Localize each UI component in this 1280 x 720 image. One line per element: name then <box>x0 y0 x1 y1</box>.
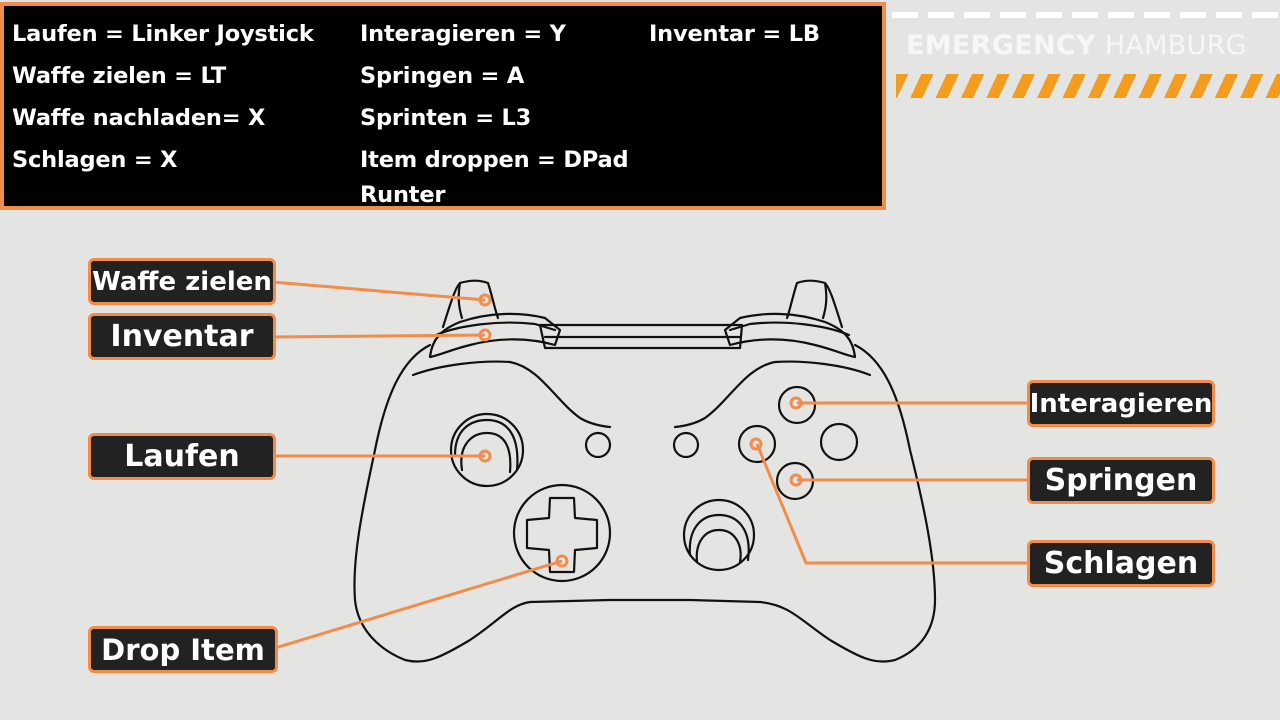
legend-inventar: Inventar = LB <box>649 21 820 47</box>
callout-springen: Springen <box>1027 457 1215 504</box>
brand-name-bold: EMERGENCY <box>906 30 1096 61</box>
legend-laufen: Laufen = Linker Joystick <box>12 21 314 47</box>
dot-drop-item <box>555 554 569 568</box>
dot-springen <box>789 473 803 487</box>
brand-name-light: HAMBURG <box>1104 30 1247 61</box>
dot-laufen <box>478 449 492 463</box>
gamepad-icon <box>353 279 937 663</box>
legend-sprinten: Sprinten = L3 <box>360 105 532 131</box>
connector-inventar <box>271 333 486 339</box>
legend-item-droppen: Item droppen = DPad <box>360 147 629 173</box>
connector-lines <box>271 280 1030 650</box>
legend-interagieren: Interagieren = Y <box>360 21 566 47</box>
dot-interagieren <box>789 396 803 410</box>
brand-hazard-stripes <box>896 74 1280 98</box>
dot-schlagen <box>749 437 763 451</box>
callout-interagieren: Interagieren <box>1027 380 1215 427</box>
legend-item-droppen-cont: Runter <box>360 182 446 208</box>
controls-legend: Laufen = Linker Joystick Waffe zielen = … <box>0 2 886 210</box>
connector-dots <box>478 293 803 568</box>
connector-schlagen <box>755 443 1030 565</box>
legend-waffe-zielen: Waffe zielen = LT <box>12 63 227 89</box>
brand-name: EMERGENCY HAMBURG <box>906 30 1247 61</box>
connector-drop-item <box>274 559 563 650</box>
dot-inventar <box>478 328 492 342</box>
callout-waffe-zielen: Waffe zielen <box>88 258 276 305</box>
dot-waffe-zielen <box>478 293 492 307</box>
legend-schlagen: Schlagen = X <box>12 147 178 173</box>
callout-laufen: Laufen <box>88 433 276 480</box>
callout-drop-item: Drop Item <box>88 626 278 673</box>
legend-waffe-nachladen: Waffe nachladen= X <box>12 105 266 131</box>
legend-springen: Springen = A <box>360 63 525 89</box>
callout-schlagen: Schlagen <box>1027 540 1215 587</box>
brand-logo: EMERGENCY HAMBURG <box>892 0 1280 110</box>
brand-dashes-decoration <box>892 12 1280 18</box>
callout-inventar: Inventar <box>88 313 276 360</box>
connector-waffe-zielen <box>271 280 486 302</box>
